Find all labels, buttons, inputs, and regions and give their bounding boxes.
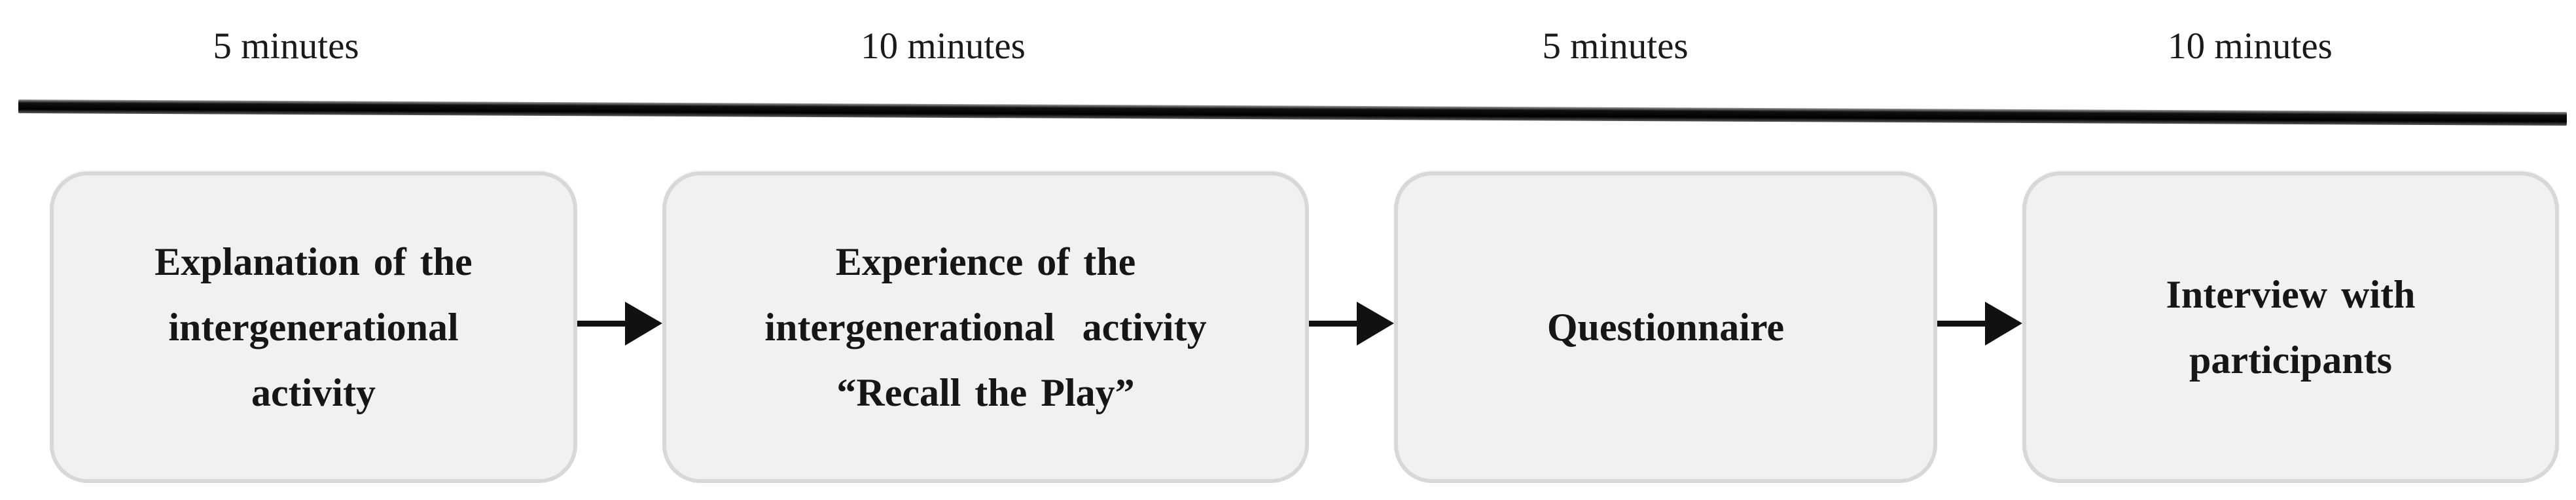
flow-step-box-interview: Interview with participants xyxy=(2022,171,2559,483)
flow-arrow-right-icon xyxy=(1937,302,2022,346)
timeline-bar xyxy=(18,99,2567,126)
step-label: Interview with participants xyxy=(2166,273,2416,382)
flow-arrow-right-icon xyxy=(1309,302,1394,346)
arrow-shaft xyxy=(577,321,628,327)
arrow-head xyxy=(625,302,662,346)
arrow-shaft xyxy=(1309,321,1360,327)
flow-step-box-explanation: Explanation of the intergenerational act… xyxy=(50,171,577,483)
arrow-shaft xyxy=(1937,321,1988,327)
arrow-head xyxy=(1985,302,2022,346)
time-label-1: 5 minutes xyxy=(213,26,359,67)
step-label: Questionnaire xyxy=(1547,306,1785,349)
step-label: Experience of the intergenerational acti… xyxy=(764,240,1207,414)
flow-arrow-right-icon xyxy=(577,302,662,346)
time-label-2: 10 minutes xyxy=(861,26,1026,67)
flow-step-box-experience: Experience of the intergenerational acti… xyxy=(662,171,1309,483)
step-label: Explanation of the intergenerational act… xyxy=(154,240,473,414)
time-label-4: 10 minutes xyxy=(2168,26,2333,67)
arrow-head xyxy=(1357,302,1394,346)
flow-step-box-questionnaire: Questionnaire xyxy=(1394,171,1937,483)
time-label-3: 5 minutes xyxy=(1542,26,1689,67)
